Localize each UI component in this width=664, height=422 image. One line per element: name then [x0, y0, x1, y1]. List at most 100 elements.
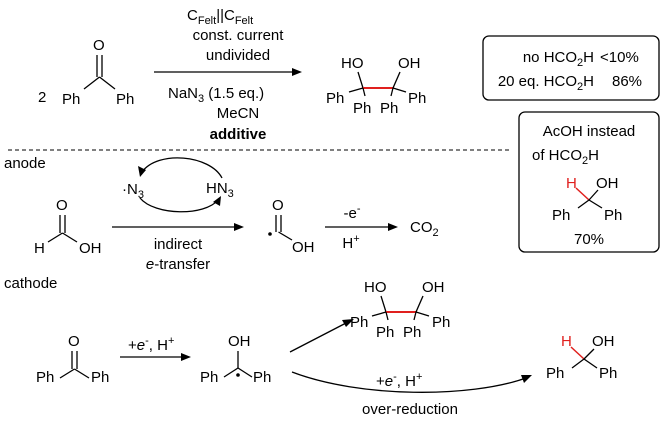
hydrazoic-acid: HN3 [206, 180, 234, 200]
over-reduction-arrow [291, 371, 527, 393]
pinacol-cathode: HO OH Ph Ph Ph Ph [350, 279, 450, 341]
carbonyl-oxygen: O [272, 197, 284, 214]
electron-loss: -e- [343, 203, 360, 222]
result-no-formic: no HCO2H [523, 49, 594, 69]
acoh-box: AcOH instead of HCO2H H OH Ph Ph 70% [518, 111, 660, 253]
bond [362, 87, 366, 97]
bond [357, 71, 364, 89]
phenyl: Ph [408, 90, 426, 107]
benzophenone-cathode: O Ph Ph [36, 333, 109, 386]
acoh-line-2: of HCO2H [532, 147, 599, 167]
result-with-formic: 20 eq. HCO2H [498, 73, 594, 93]
phenyl-left: Ph [62, 91, 80, 108]
arrowhead [292, 68, 302, 76]
top-reaction: 2 O Ph Ph CFelt||CFelt const. current un… [38, 7, 426, 143]
hydroxyl: OH [79, 240, 102, 257]
acoh-yield: 70% [574, 231, 604, 248]
bond [583, 358, 598, 369]
carbonyl-oxygen: O [56, 197, 68, 214]
phenyl-left: Ph [200, 369, 218, 386]
proton-release: H+ [342, 233, 359, 252]
arrowhead [521, 375, 532, 383]
additive-label: additive [210, 126, 267, 143]
over-reduction-label: over-reduction [362, 401, 458, 418]
yield-with-formic: 86% [612, 73, 642, 90]
hydroxyl-left: HO [364, 279, 387, 296]
azide-reagent: NaN3 (1.5 eq.) [168, 85, 264, 105]
benzhydrol-cathode: H OH Ph Ph [546, 333, 617, 382]
ketyl-radical: OH Ph Ph [200, 333, 271, 386]
new-hydrogen: H [566, 175, 577, 192]
arrowhead [234, 223, 244, 231]
bond [390, 87, 394, 97]
cathode-label: cathode [4, 275, 57, 292]
hydroxyl-right: OH [398, 55, 421, 72]
results-box-frame [482, 35, 660, 101]
benzophenone-reactant: O Ph Ph [62, 37, 134, 108]
bond [62, 232, 78, 243]
new-hydrogen: H [561, 333, 572, 350]
bond [570, 346, 585, 360]
anode-section: anode ·N3 HN3 O H OH indirect e-transfer… [4, 155, 439, 273]
bond [74, 368, 90, 379]
phenyl-right: Ph [599, 365, 617, 382]
phenyl-left: Ph [546, 365, 564, 382]
transfer-label: e-transfer [146, 256, 210, 273]
carbon-dioxide: CO2 [410, 219, 439, 239]
acoh-line-1: AcOH instead [543, 123, 636, 140]
solvent: MeCN [217, 105, 260, 122]
bond [83, 76, 100, 90]
bond [392, 71, 401, 89]
bond [415, 295, 424, 313]
radical-dot [236, 373, 240, 377]
over-reduction-conditions: +e-, H+ [376, 371, 422, 390]
bond [99, 76, 116, 90]
bond [571, 358, 585, 369]
anode-label: anode [4, 155, 46, 172]
electrode-label: CFelt||CFelt [187, 7, 253, 27]
phenyl: Ph [380, 100, 398, 117]
arrowhead [138, 166, 146, 177]
hydroxyl: OH [228, 333, 251, 350]
hydroxyl-left: HO [341, 55, 364, 72]
azide-radical: ·N3 [122, 181, 144, 201]
bond [588, 189, 599, 201]
bond [392, 87, 407, 93]
arrowhead [342, 319, 354, 327]
bond [577, 199, 590, 209]
bond [223, 367, 239, 378]
formic-acid: O H OH [34, 197, 102, 257]
carboxyl-radical: O OH [268, 197, 315, 256]
yield-no-formic: <10% [600, 49, 639, 66]
bond [380, 295, 387, 313]
acoh-box-frame [518, 111, 660, 253]
cathode-section: cathode O Ph Ph +e-, H+ OH Ph Ph [4, 275, 617, 418]
condition-current: const. current [193, 27, 285, 44]
phenyl: Ph [353, 100, 371, 117]
arrowhead [181, 353, 191, 361]
pinacol-product: HO OH Ph Ph Ph Ph [326, 55, 426, 117]
formyl-hydrogen: H [34, 240, 45, 257]
phenyl-right: Ph [91, 369, 109, 386]
bond [415, 311, 430, 317]
results-box: no HCO2H <10% 20 eq. HCO2H 86% [482, 35, 660, 101]
stoichiometry-coefficient: 2 [38, 89, 46, 106]
phenyl: Ph [376, 324, 394, 341]
bond [583, 348, 595, 360]
phenyl-right: Ph [116, 91, 134, 108]
bond [348, 87, 364, 93]
phenyl-right: Ph [604, 207, 622, 224]
bond [278, 231, 293, 241]
phenyl-right: Ph [253, 369, 271, 386]
bond [59, 368, 75, 379]
phenyl: Ph [432, 314, 450, 331]
arrowhead [388, 223, 398, 231]
bond [371, 311, 387, 317]
radical-dot [268, 232, 272, 236]
condition-cell: undivided [206, 47, 270, 64]
bond [385, 311, 389, 321]
hydroxyl-right: OH [422, 279, 445, 296]
benzhydrol-product: H OH Ph Ph [552, 175, 622, 224]
dimerization-arrow [289, 321, 349, 353]
regeneration-arrow [141, 157, 223, 179]
